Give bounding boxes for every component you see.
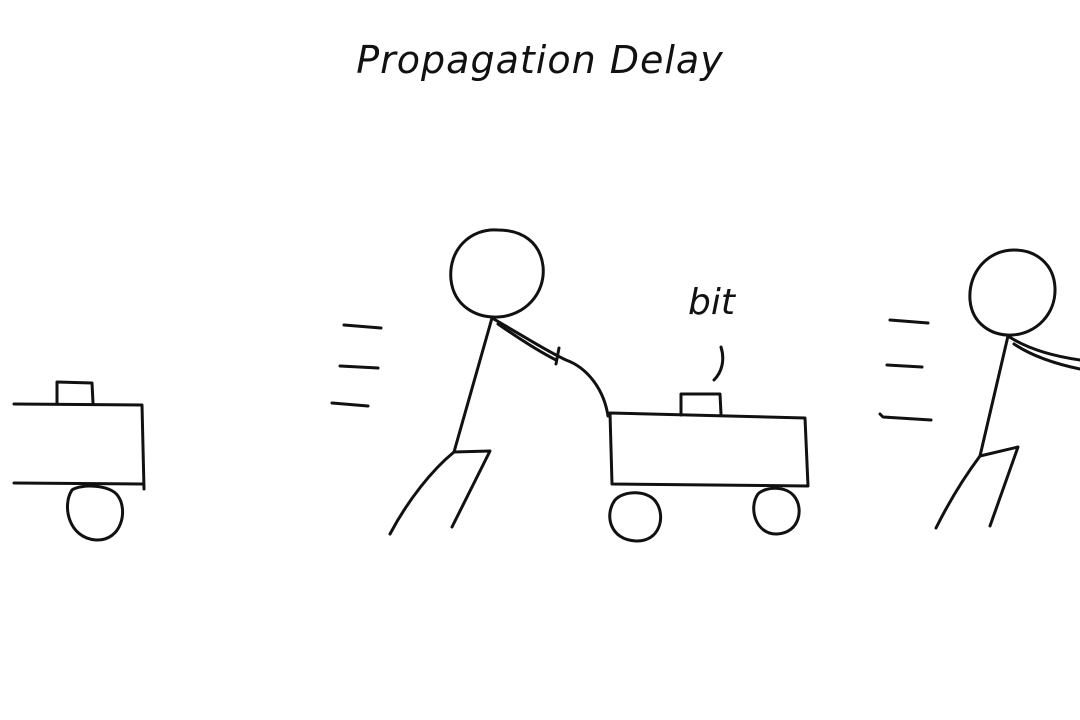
motion-lines-middle xyxy=(330,323,383,408)
right-figure-leg-front xyxy=(978,445,1020,528)
motion-line xyxy=(888,318,930,325)
middle-figure-leg-back xyxy=(388,450,456,536)
left-cart-body xyxy=(12,402,146,491)
middle-cart-body xyxy=(608,411,810,488)
middle-cart-wheel-right xyxy=(752,486,801,536)
right-stick-figure xyxy=(934,248,1080,530)
diagram-title: Propagation Delay xyxy=(356,38,724,82)
middle-cart-bit-box xyxy=(679,392,723,417)
middle-figure-arm xyxy=(490,316,610,418)
motion-line xyxy=(342,323,383,330)
middle-figure-body xyxy=(452,316,494,454)
middle-figure-arm-inner xyxy=(496,322,558,362)
bit-pointer xyxy=(712,345,725,382)
right-figure-leg-back xyxy=(934,454,982,530)
middle-figure-hand-tick xyxy=(554,346,561,366)
right-figure-head xyxy=(968,248,1057,337)
bit-label: bit xyxy=(688,282,735,323)
middle-figure-leg-front xyxy=(450,449,492,529)
middle-figure-head xyxy=(449,228,545,319)
left-cart-wheel xyxy=(66,484,125,542)
left-cart-bit-box xyxy=(55,380,95,406)
right-figure-body xyxy=(978,334,1010,458)
motion-line xyxy=(885,363,924,369)
right-figure-arm-inner xyxy=(1012,342,1080,371)
middle-cart-wheel-left xyxy=(608,491,663,543)
right-figure-arm xyxy=(1006,334,1080,362)
motion-line xyxy=(338,364,380,370)
motion-lines-right xyxy=(878,318,933,422)
left-cart xyxy=(12,380,146,542)
middle-stick-figure xyxy=(388,228,610,536)
middle-cart xyxy=(608,345,810,543)
motion-line xyxy=(330,401,370,408)
motion-line xyxy=(878,412,933,422)
